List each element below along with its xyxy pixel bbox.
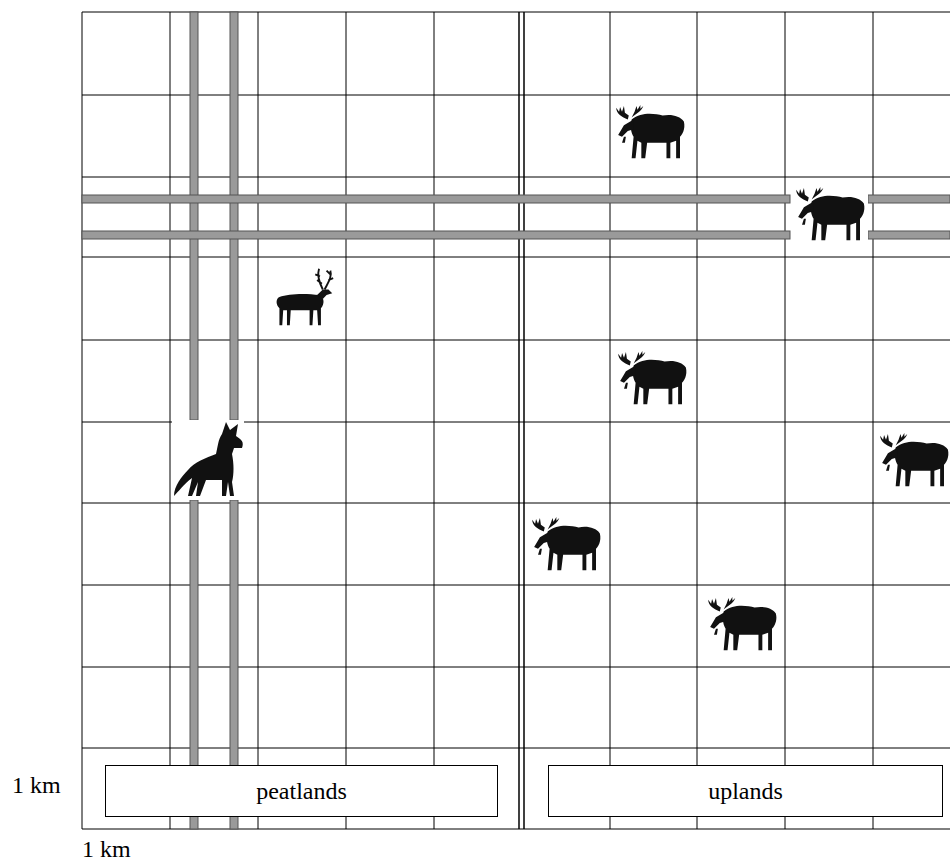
habitat-label: peatlands (256, 778, 347, 805)
animal-icons (172, 105, 948, 650)
habitat-box: uplands (548, 765, 943, 817)
scale-label: 1 km (82, 836, 131, 863)
habitat-label: uplands (708, 778, 783, 805)
grid-lines (82, 12, 950, 829)
linear-corridors (82, 12, 950, 829)
habitat-box: peatlands (105, 765, 498, 817)
scale-label: 1 km (12, 772, 61, 799)
